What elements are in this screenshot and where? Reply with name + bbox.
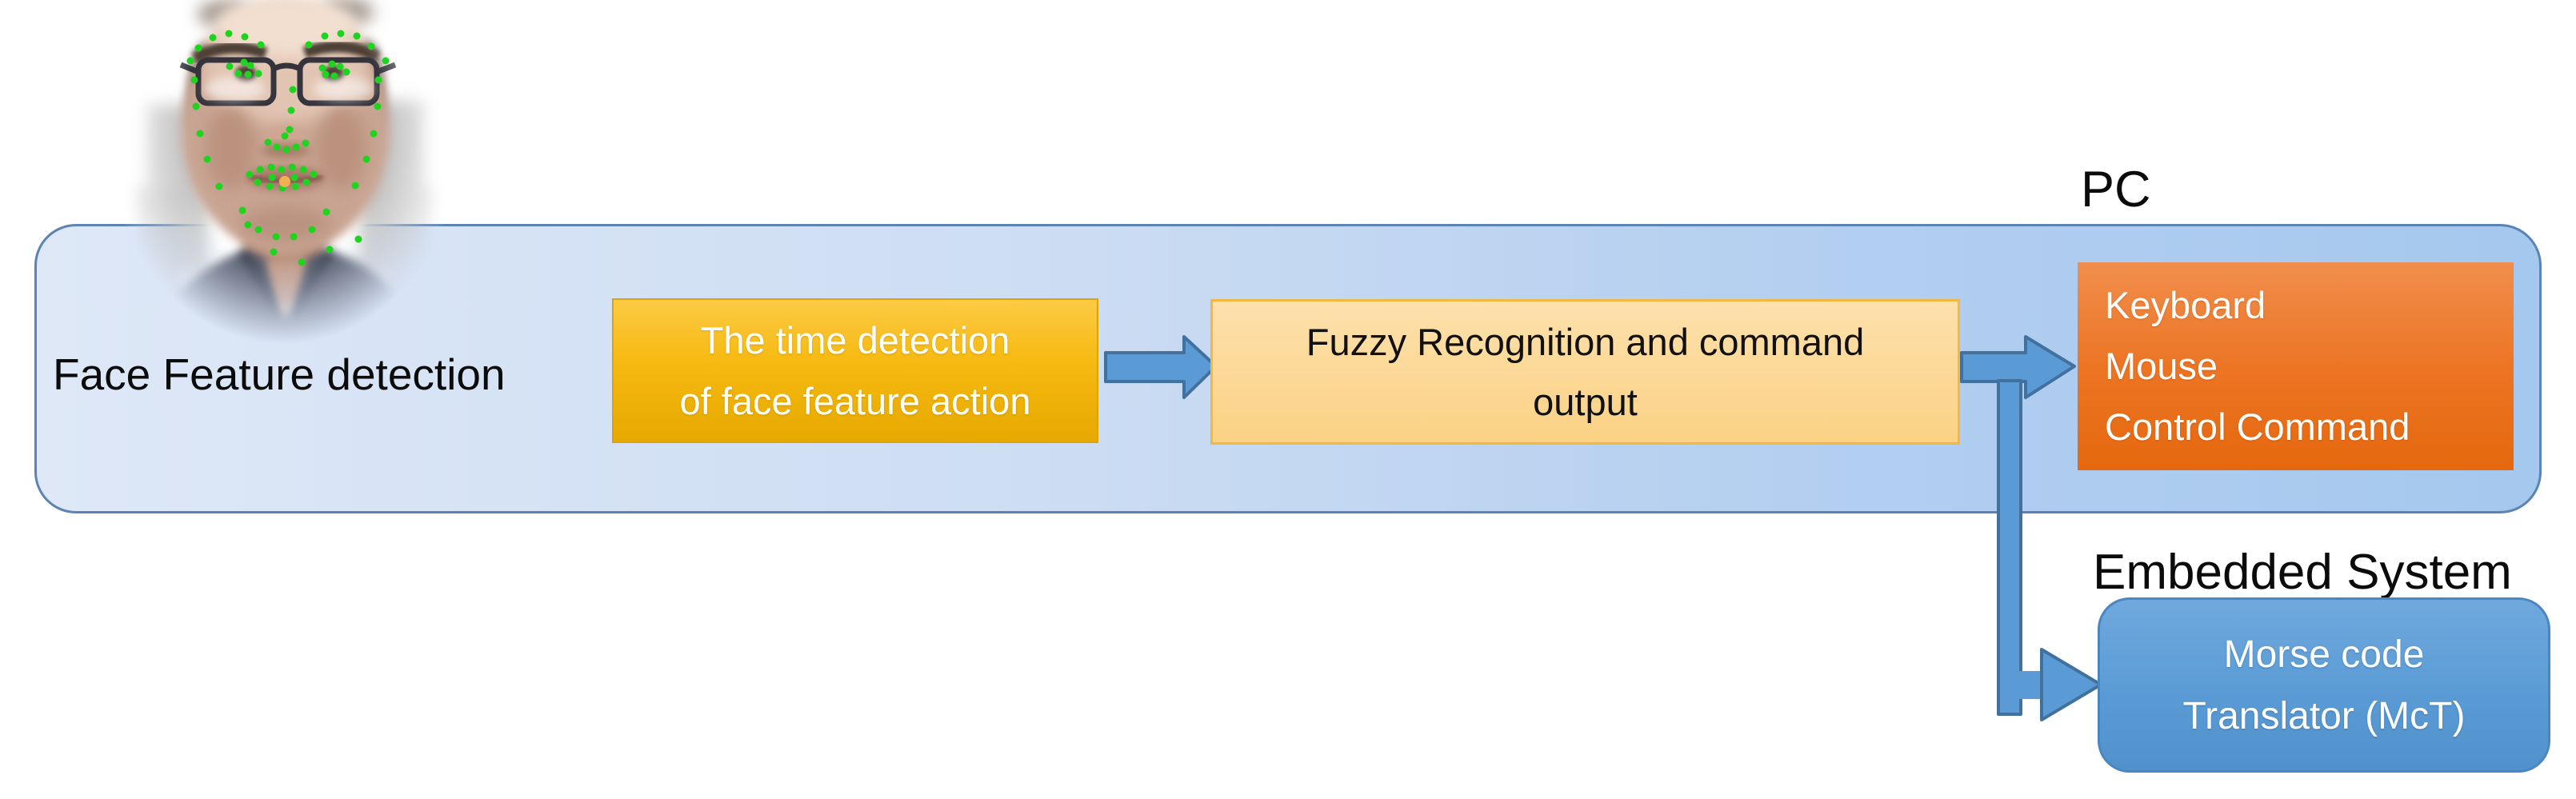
fuzzy-line2: output [1533, 381, 1638, 423]
landmark-dot-highlight [279, 176, 290, 187]
fuzzy-recognition-box: Fuzzy Recognition and command output [1210, 299, 1960, 445]
keyboard-mouse-command-box: Keyboard Mouse Control Command [2078, 262, 2514, 470]
time-detection-line1: The time detection [700, 318, 1010, 362]
face-photo [104, 0, 456, 400]
time-detection-line2: of face feature action [679, 379, 1031, 422]
morse-line2: Translator (McT) [2182, 694, 2466, 737]
time-detection-box: The time detection of face feature actio… [612, 298, 1098, 443]
fuzzy-line1: Fuzzy Recognition and command [1306, 321, 1865, 363]
landmark-dots [186, 30, 390, 266]
command-line3: Control Command [2105, 405, 2410, 448]
morse-line1: Morse code [2223, 633, 2425, 676]
face-photo-paint [104, 0, 456, 400]
pc-label: PC [2081, 162, 2151, 218]
command-line2: Mouse [2105, 345, 2218, 387]
command-line1: Keyboard [2105, 284, 2266, 326]
embedded-system-label: Embedded System [2093, 545, 2512, 600]
morse-code-translator-box: Morse code Translator (McT) [2098, 597, 2550, 773]
face-feature-label: Face Feature detection [53, 350, 506, 399]
